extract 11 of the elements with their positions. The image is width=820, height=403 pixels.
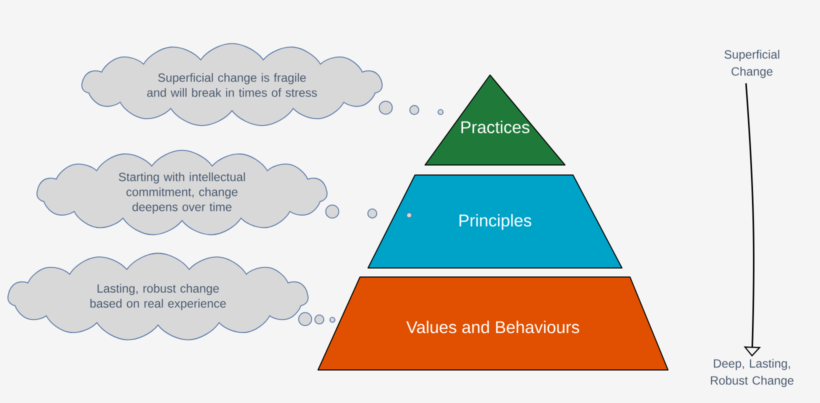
pyramid-tier: Principles bbox=[368, 174, 622, 268]
thought-bubbles bbox=[378, 100, 444, 116]
axis-label: Superficial Change bbox=[724, 50, 780, 78]
pyramid-tier: Values and Behaviours bbox=[318, 276, 668, 370]
axis-label: Deep, Lasting, Robust Change bbox=[710, 358, 794, 388]
thought-cloud: Lasting, robust change based on real experience bbox=[7, 252, 309, 340]
thought-bubbles bbox=[325, 204, 412, 219]
thought-bubbles bbox=[298, 312, 336, 326]
thought-cloud: Superficial change is fragile and will break in times of stress bbox=[81, 43, 383, 126]
pyramid-tier: Practices bbox=[424, 74, 566, 166]
thought-cloud: Starting with intellectual commitment, change deepens over time bbox=[36, 150, 328, 236]
